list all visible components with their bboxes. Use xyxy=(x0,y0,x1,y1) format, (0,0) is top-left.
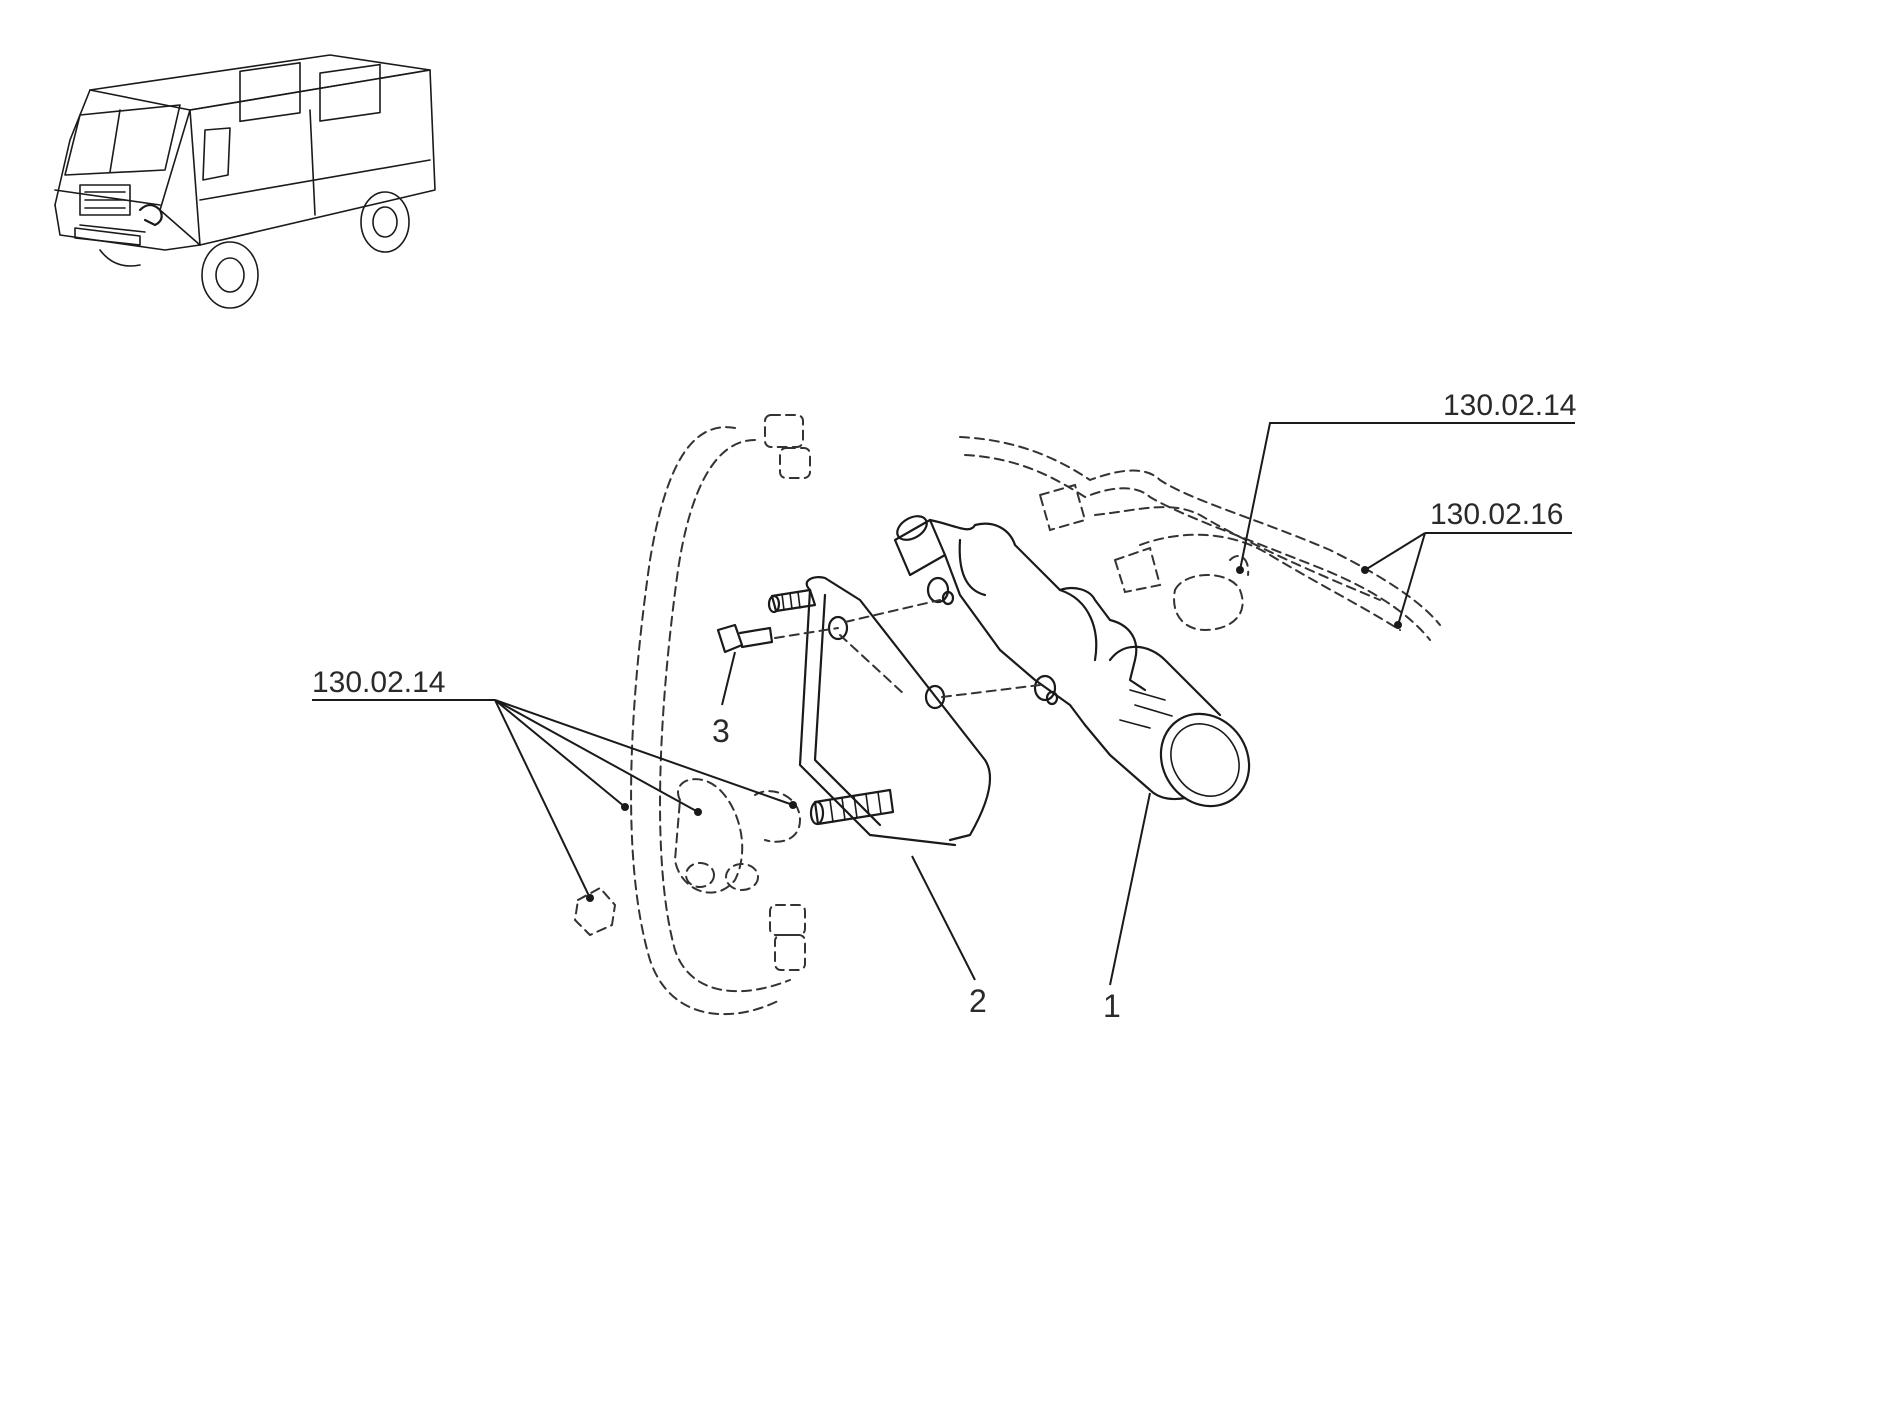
stud-lower xyxy=(809,788,895,826)
leader-lines xyxy=(312,422,1575,986)
assembly-guides xyxy=(774,599,1041,698)
brake-pipes-right xyxy=(959,436,1441,641)
callout-ref-left: 130.02.14 xyxy=(312,666,445,699)
stud-upper xyxy=(767,588,817,614)
bolt xyxy=(716,623,774,654)
callout-part-3: 3 xyxy=(712,713,730,749)
callout-part-2: 2 xyxy=(969,983,987,1019)
callout-part-1: 1 xyxy=(1103,988,1121,1024)
callout-ref-top-upper: 130.02.14 xyxy=(1443,389,1576,422)
callout-ref-top-lower: 130.02.16 xyxy=(1430,498,1563,531)
vehicle-thumbnail xyxy=(54,54,436,309)
master-cylinder xyxy=(893,515,1251,808)
union-fitting xyxy=(673,778,802,894)
nut xyxy=(573,886,617,937)
mounting-bracket xyxy=(798,576,992,847)
